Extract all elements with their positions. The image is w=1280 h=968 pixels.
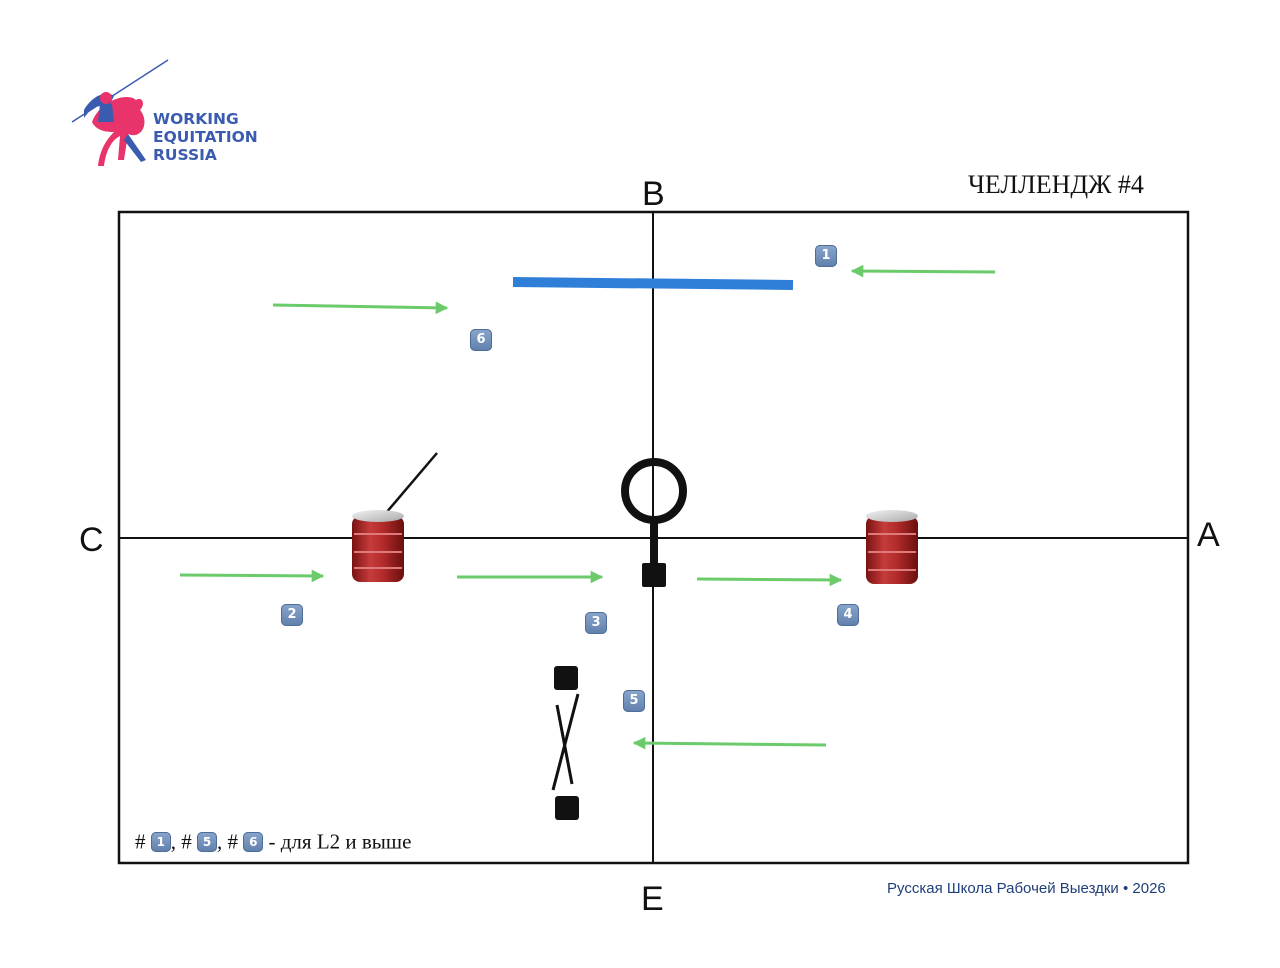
- route-arrows: [179, 264, 996, 750]
- letter-e: E: [641, 880, 664, 918]
- footer-credit: Русская Школа Рабочей Выездки • 2026: [887, 880, 1166, 897]
- arrow-4: [696, 573, 843, 587]
- step-badge-2: 2: [281, 604, 303, 626]
- step-badge-1: 1: [815, 245, 837, 267]
- letter-c: C: [79, 521, 104, 559]
- logo-text: WORKING EQUITATION RUSSIA: [153, 110, 258, 164]
- step-badge-4: 4: [837, 604, 859, 626]
- step-badge-3: 3: [585, 612, 607, 634]
- note-badge-6: 6: [243, 832, 264, 853]
- ring-obstacle: [621, 458, 687, 587]
- barrel-left: [352, 452, 438, 582]
- cross-gate: [551, 666, 580, 820]
- arrow-2: [179, 569, 325, 583]
- logo-line-3: RUSSIA: [153, 146, 217, 164]
- note-badge-5: 5: [197, 832, 217, 853]
- logo-line-2: EQUITATION: [153, 128, 258, 146]
- note-hash-2: #: [181, 829, 192, 854]
- note-comma-2: ,: [217, 829, 223, 854]
- pole-obstacle: [512, 277, 794, 290]
- letter-a: A: [1197, 516, 1220, 554]
- note-hash-1: #: [135, 829, 146, 854]
- step-badge-6: 6: [470, 329, 492, 351]
- step-badge-5: 5: [623, 690, 645, 712]
- arrow-1: [850, 264, 996, 278]
- arrow-5: [632, 736, 827, 750]
- arrow-6: [272, 301, 449, 315]
- note-suffix: - для L2 и выше: [268, 829, 412, 854]
- logo-horse-icon: [71, 59, 169, 166]
- logo-line-1: WORKING: [153, 110, 239, 128]
- note-hash-3: #: [227, 829, 239, 854]
- note-comma-1: ,: [170, 829, 176, 854]
- note-badge-1: 1: [150, 832, 171, 853]
- level-note: # 1, # 5, # 6 - для L2 и выше: [135, 828, 411, 855]
- challenge-title: ЧЕЛЛЕНДЖ #4: [968, 170, 1144, 199]
- barrel-right: [866, 510, 918, 584]
- letter-b: B: [642, 175, 665, 213]
